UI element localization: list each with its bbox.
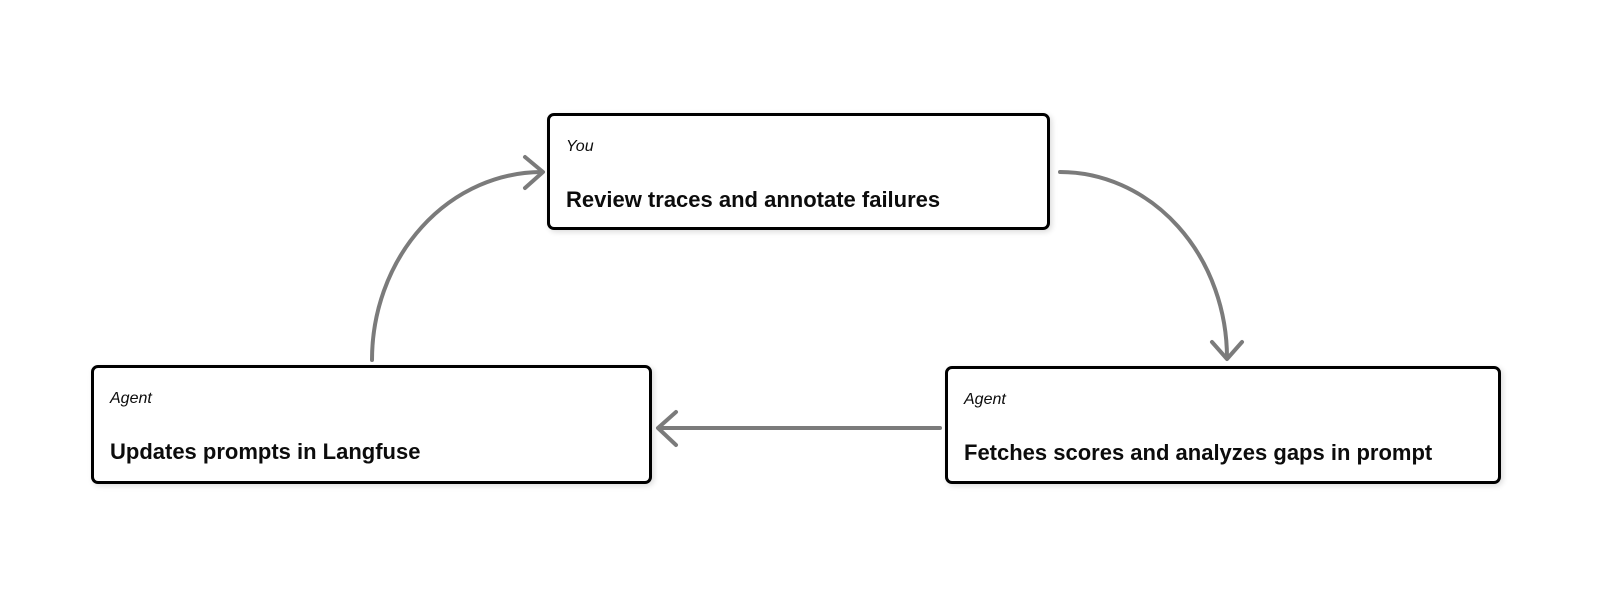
arrowhead-right-icon (523, 155, 545, 190)
edge-updates-to-review (370, 155, 545, 362)
node-actor-label: Agent (964, 391, 1006, 408)
node-title: Fetches scores and analyzes gaps in prom… (964, 440, 1433, 466)
node-actor-label: You (566, 138, 594, 155)
edge-review-to-fetches-curve (1058, 170, 1229, 360)
node-title: Updates prompts in Langfuse (110, 439, 421, 465)
edge-fetches-to-updates (656, 410, 942, 447)
node-updates-prompts: Agent Updates prompts in Langfuse (91, 365, 652, 484)
edge-review-to-fetches (1058, 170, 1244, 361)
arrowhead-down-icon (1210, 340, 1244, 361)
node-fetches-scores: Agent Fetches scores and analyzes gaps i… (945, 366, 1501, 484)
node-review-traces: You Review traces and annotate failures (547, 113, 1050, 230)
arrowhead-left-icon (656, 410, 678, 447)
node-actor-label: Agent (110, 390, 152, 407)
edge-updates-to-review-curve (370, 170, 544, 362)
node-title: Review traces and annotate failures (566, 187, 941, 213)
